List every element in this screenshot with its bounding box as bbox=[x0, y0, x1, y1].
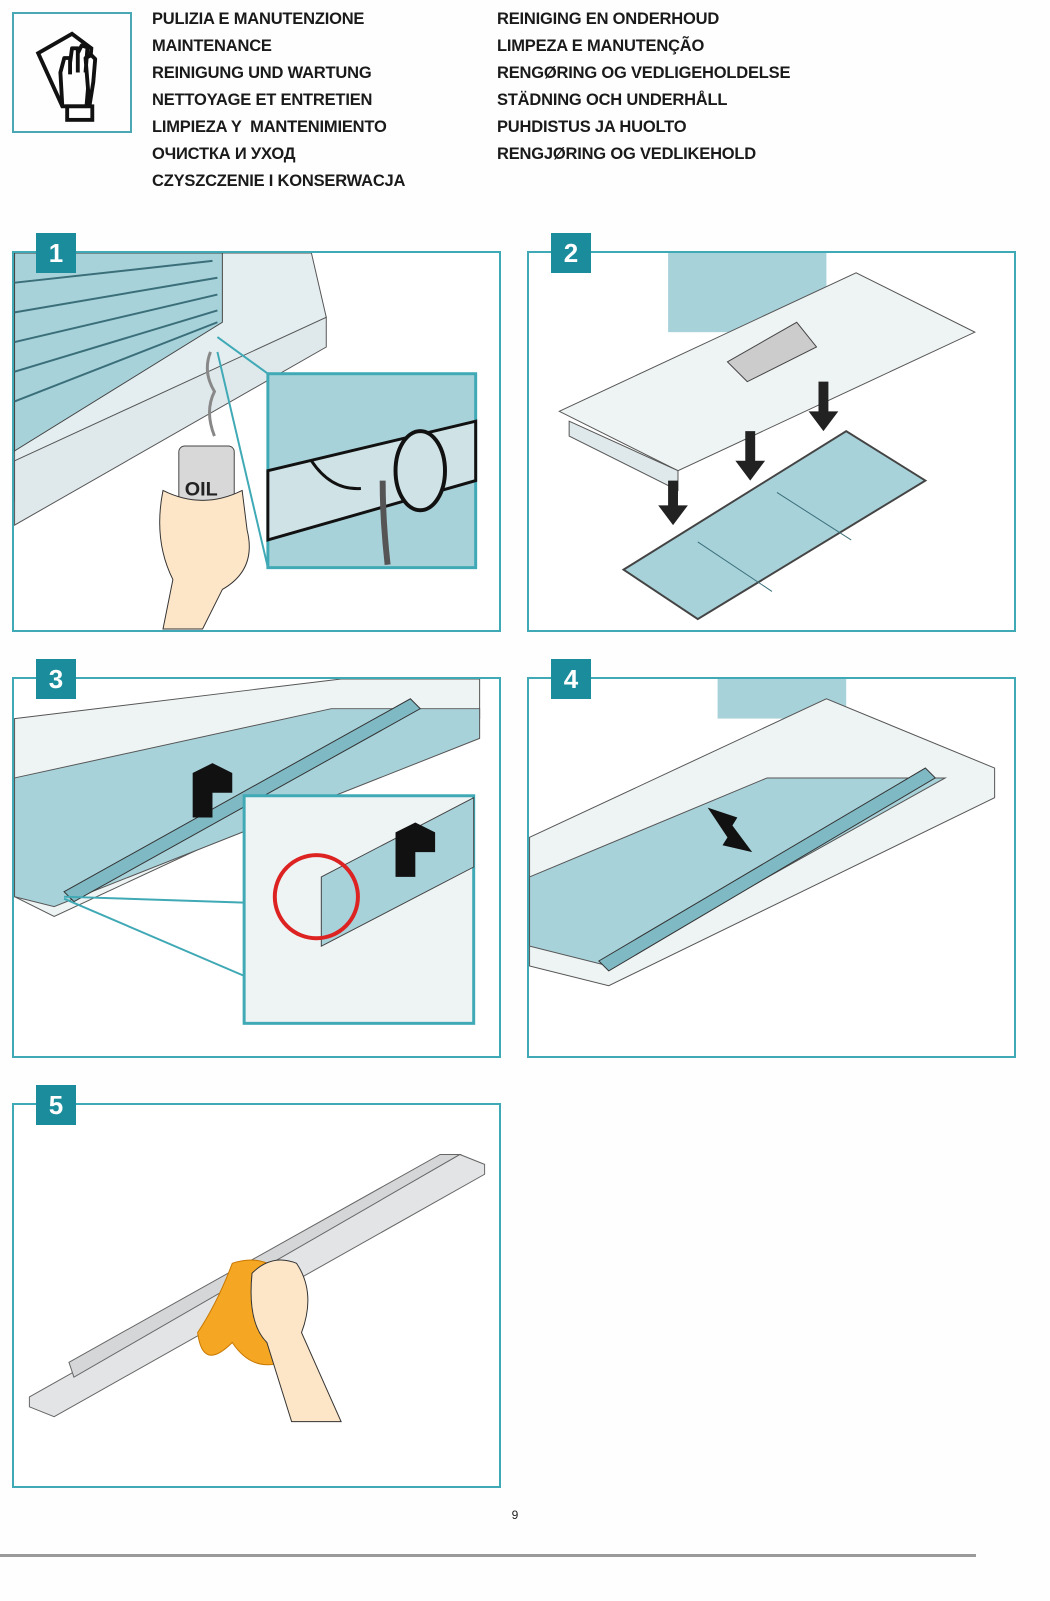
title: REINIGUNG UND WARTUNG bbox=[152, 64, 372, 82]
filter-oil-illustration: OIL bbox=[14, 253, 478, 630]
rail-cleaning-illustration bbox=[28, 1153, 486, 1423]
title: NETTOYAGE ET ENTRETIEN bbox=[152, 91, 373, 109]
filter-removal-illustration bbox=[558, 253, 976, 621]
step-2-panel: 2 bbox=[527, 233, 1016, 632]
page-number: 9 bbox=[511, 1508, 519, 1522]
titles-right: REINIGING EN ONDERHOUD LIMPEZA E MANUTEN… bbox=[497, 8, 790, 170]
title: PUHDISTUS JA HUOLTO bbox=[497, 118, 687, 136]
title: RENGJØRING OG VEDLIKEHOLD bbox=[497, 145, 757, 163]
step-5-panel: 5 bbox=[12, 1085, 501, 1488]
step-3-panel: 3 bbox=[12, 659, 501, 1058]
footer-divider bbox=[0, 1554, 976, 1557]
oil-can-label: OIL bbox=[185, 478, 218, 500]
title: CZYSZCZENIE I KONSERWACJA bbox=[152, 172, 406, 190]
titles-left: PULIZIA E MANUTENZIONE MAINTENANCE REINI… bbox=[152, 8, 405, 197]
step-1-panel: OIL 1 bbox=[12, 233, 501, 632]
maintenance-icon-box bbox=[12, 12, 132, 133]
title: RENGØRING OG VEDLIGEHOLDELSE bbox=[497, 64, 791, 82]
step-number-badge: 2 bbox=[551, 233, 591, 273]
rail-removal-illustration bbox=[14, 679, 481, 1025]
title: STÄDNING OCH UNDERHÅLL bbox=[497, 91, 728, 109]
title: LIMPEZA E MANUTENÇÃO bbox=[497, 37, 705, 55]
title: LIMPIEZA Y MANTENIMIENTO bbox=[152, 118, 387, 136]
rail-install-illustration bbox=[529, 679, 996, 987]
title: ОЧИСТКА И УХОД bbox=[152, 145, 296, 163]
title: PULIZIA E MANUTENZIONE bbox=[152, 10, 365, 28]
step-number-badge: 5 bbox=[36, 1085, 76, 1125]
step-number-badge: 3 bbox=[36, 659, 76, 699]
step-number-badge: 4 bbox=[551, 659, 591, 699]
step-number-badge: 1 bbox=[36, 233, 76, 273]
hand-with-cloth-icon bbox=[35, 31, 98, 122]
title: MAINTENANCE bbox=[152, 37, 272, 55]
title: REINIGING EN ONDERHOUD bbox=[497, 10, 720, 28]
step-4-panel: 4 bbox=[527, 659, 1016, 1058]
